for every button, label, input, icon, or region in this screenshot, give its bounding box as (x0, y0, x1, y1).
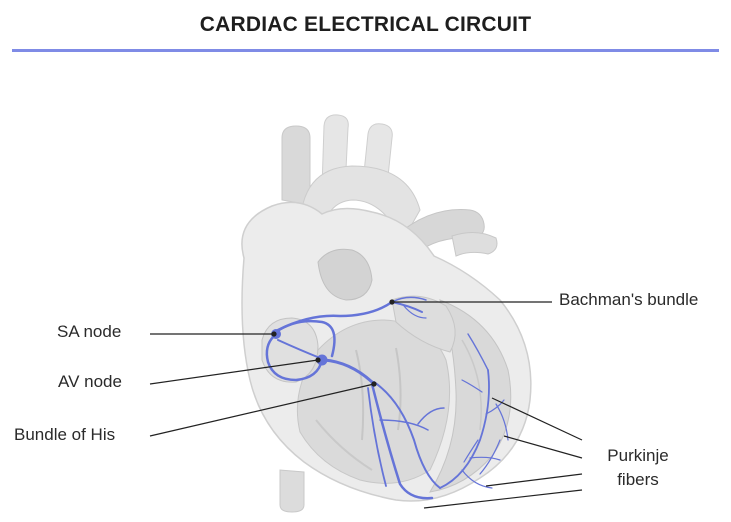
bachmans-bundle-label: Bachman's bundle (559, 290, 698, 310)
sa-node-label: SA node (57, 322, 121, 342)
purkinje-fibers-label: Purkinje fibers (593, 444, 683, 492)
purkinje-leader-3 (486, 474, 582, 486)
av-node-label: AV node (58, 372, 122, 392)
purkinje-leader-2 (504, 436, 582, 458)
bundle-of-his-label: Bundle of His (14, 425, 115, 445)
purkinje-label-line2: fibers (593, 468, 683, 492)
purkinje-label-line1: Purkinje (593, 444, 683, 468)
